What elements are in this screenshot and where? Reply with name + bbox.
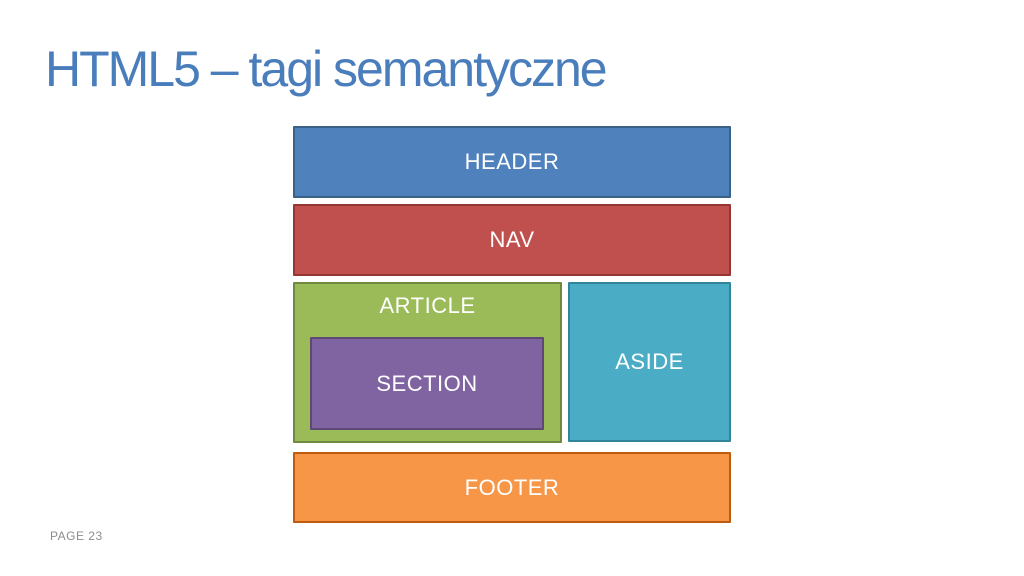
diagram-box-article-label: ARTICLE <box>379 293 476 318</box>
diagram-box-section: SECTION <box>310 337 544 430</box>
diagram-box-aside: ASIDE <box>568 282 731 442</box>
diagram-box-aside-label: ASIDE <box>615 349 684 374</box>
diagram-box-section-label: SECTION <box>376 370 478 396</box>
diagram-box-article: ARTICLE SECTION <box>293 282 562 443</box>
page-number: PAGE 23 <box>50 529 103 543</box>
diagram-box-nav: NAV <box>293 204 731 276</box>
diagram-box-article-label-row: ARTICLE <box>295 284 560 319</box>
diagram-box-nav-label: NAV <box>489 227 535 252</box>
diagram-box-header: HEADER <box>293 126 731 198</box>
diagram-box-header-label: HEADER <box>464 149 560 174</box>
slide-title: HTML5 – tagi semantyczne <box>45 41 608 97</box>
diagram-box-footer-label: FOOTER <box>464 474 560 500</box>
diagram-box-footer: FOOTER <box>293 452 731 523</box>
